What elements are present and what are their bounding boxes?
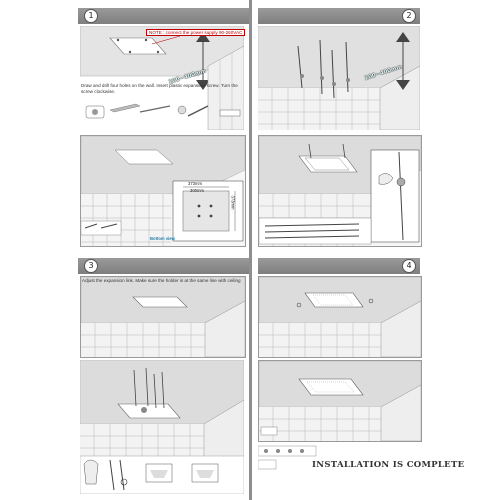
column-divider <box>249 0 252 500</box>
step-3-adjust-drawing <box>81 277 245 357</box>
step-3-mount-panel <box>80 360 244 494</box>
step-1-banner <box>78 8 250 24</box>
step-4-ceiling-drawing <box>259 277 421 357</box>
dim-height-label: 373mm <box>230 195 236 210</box>
bottom-view-label: Bottom view <box>150 236 175 241</box>
step-2-holder-drawing <box>259 136 421 246</box>
step-1-ceiling-panel <box>80 26 244 130</box>
step-1-instruction: Draw and drill four holes on the wall. I… <box>81 83 238 94</box>
step-4-number: 4 <box>402 259 416 273</box>
installation-complete-text: INSTALLATION IS COMPLETE <box>312 460 465 470</box>
step-3-instruction: Adjust the expansion link. Make sure the… <box>82 278 241 283</box>
step-1-number: 1 <box>84 9 98 23</box>
power-supply-note: NOTE : connect the power supply 90-260VA… <box>146 29 246 36</box>
step-3-adjust-panel <box>80 276 246 358</box>
step-2-number: 2 <box>402 9 416 23</box>
step-3-number: 3 <box>84 259 98 273</box>
step-2-rods-drawing <box>258 26 420 130</box>
step-1-ceiling-drawing <box>80 26 244 130</box>
dim-width-label: 373mm <box>188 181 202 186</box>
step-3-mount-drawing <box>80 360 244 494</box>
step-4-final-drawing <box>259 361 421 441</box>
dim-inner-label: 300mm <box>190 188 204 193</box>
step-2-banner <box>258 8 420 24</box>
step-2-holder-panel <box>258 135 422 247</box>
step-4-final-panel <box>258 360 422 442</box>
step-1-bottom-view-drawing <box>81 136 245 246</box>
step-1-bottom-view-panel <box>80 135 246 247</box>
step-2-rods-panel <box>258 26 420 130</box>
step-3-banner <box>78 258 250 274</box>
step-4-ceiling-panel <box>258 276 422 358</box>
step-4-banner <box>258 258 420 274</box>
step-4-accessories <box>258 445 317 470</box>
